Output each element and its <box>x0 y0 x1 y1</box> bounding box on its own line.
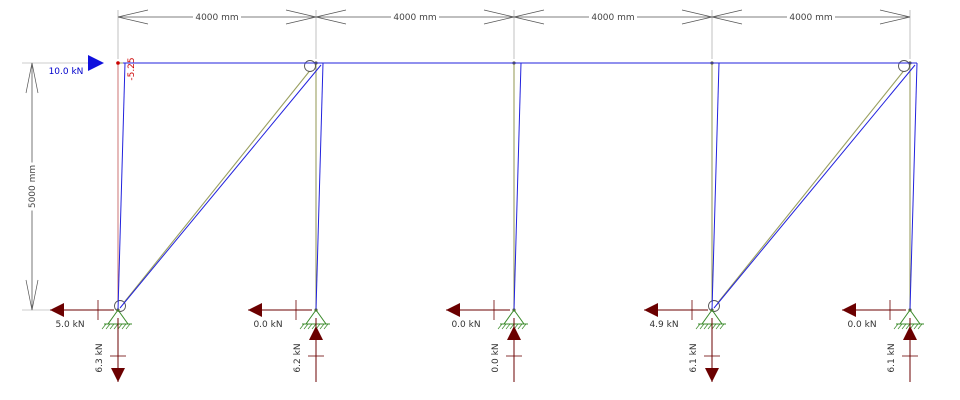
reactions: 5.0 kN 6.3 kN 0.0 kN 6.2 kN 0.0 kN 0.0 kN 4.9 … <box>50 300 918 382</box>
span-label-bg <box>787 10 835 23</box>
supports <box>101 309 924 330</box>
brace-member <box>711 62 911 311</box>
horizontal-reaction-arrowhead <box>644 303 658 317</box>
dimension-arrow <box>117 9 149 25</box>
horizontal-reaction-label: 4.9 kN <box>649 320 678 330</box>
support-hatch <box>893 323 899 330</box>
support-hatch <box>311 323 317 330</box>
labels: -5.25 <box>116 57 137 81</box>
dimension-lines: 4000 mm 4000 mm 4000 mm 4000 mm 5000 mm <box>22 9 911 311</box>
span-dimension-label: 4000 mm <box>393 13 436 23</box>
horizontal-reaction-arrowhead <box>842 303 856 317</box>
height-dimension-label: 5000 mm <box>28 165 38 208</box>
height-label-bg <box>25 162 38 211</box>
support-hatch <box>901 323 907 330</box>
horizontal-reaction-label: 0.0 kN <box>847 320 876 330</box>
applied-load-label: 10.0 kN <box>49 67 84 77</box>
hinge-symbol <box>304 60 316 72</box>
horizontal-reaction-label: 0.0 kN <box>451 320 480 330</box>
vertical-reaction-arrowhead <box>111 368 125 382</box>
applied-load-arrowhead <box>88 55 104 71</box>
deformed-column <box>315 62 324 311</box>
moment-label: -5.25 <box>127 57 137 80</box>
vertical-reaction-arrowhead <box>705 368 719 382</box>
support-hatch <box>105 323 111 330</box>
support-hatch <box>699 323 705 330</box>
support-hatch <box>905 323 911 330</box>
support-hatch <box>113 323 119 330</box>
horizontal-reaction-label: 0.0 kN <box>253 320 282 330</box>
support-hatch <box>307 323 313 330</box>
support-hatch <box>319 323 325 330</box>
span-dimension-label: 4000 mm <box>195 13 238 23</box>
span-label-bg <box>193 10 241 23</box>
support-hatch <box>715 323 721 330</box>
support-hatch <box>913 323 919 330</box>
horizontal-reaction-arrowhead <box>248 303 262 317</box>
hinge-symbol <box>898 60 910 72</box>
horizontal-reaction-label: 5.0 kN <box>55 320 84 330</box>
deformed-brace <box>713 64 916 309</box>
support-hatch <box>299 323 305 330</box>
support-hatch <box>109 323 115 330</box>
span-dimension-label: 4000 mm <box>591 13 634 23</box>
deformed-brace <box>119 64 322 309</box>
support-hatch <box>695 323 701 330</box>
dimension-arrow <box>483 9 515 25</box>
support-hatch <box>121 323 127 330</box>
support-hatch <box>117 323 123 330</box>
span-label-bg <box>391 10 439 23</box>
support-hatch <box>517 323 523 330</box>
support-hatch <box>497 323 503 330</box>
vertical-reaction-label: 6.1 kN <box>887 343 897 372</box>
dimension-arrow <box>879 9 911 25</box>
support-hatch <box>707 323 713 330</box>
support-hatch <box>505 323 511 330</box>
vertical-reaction-arrowhead <box>903 326 917 340</box>
support-hatch <box>719 323 725 330</box>
applied-loads: 10.0 kN <box>49 55 104 77</box>
support-hatch <box>101 323 107 330</box>
hinge-symbol <box>114 300 126 312</box>
dimension-arrow <box>25 279 39 311</box>
dimension-arrow <box>681 9 713 25</box>
horizontal-reaction-arrowhead <box>446 303 460 317</box>
support-hatch <box>711 323 717 330</box>
support-hatch <box>703 323 709 330</box>
support-hatch <box>917 323 923 330</box>
hinge-symbol <box>708 300 720 312</box>
span-label-bg <box>589 10 637 23</box>
dimension-arrow <box>285 9 317 25</box>
support-hatch <box>323 323 329 330</box>
support-hatch <box>501 323 507 330</box>
vertical-reaction-label: 6.3 kN <box>95 343 105 372</box>
deformed-column <box>117 62 126 311</box>
vertical-reaction-label: 0.0 kN <box>491 343 501 372</box>
vertical-reaction-label: 6.2 kN <box>293 343 303 372</box>
vertical-reaction-arrowhead <box>507 326 521 340</box>
brace-member <box>117 62 317 311</box>
deformed-column <box>711 62 720 311</box>
deformed-shape <box>117 62 918 311</box>
frame-members <box>114 60 912 312</box>
support-hatch <box>303 323 309 330</box>
span-dimension-label: 4000 mm <box>789 13 832 23</box>
support-hatch <box>125 323 131 330</box>
vertical-reaction-arrowhead <box>309 326 323 340</box>
deformed-column <box>513 62 522 311</box>
vertical-reaction-label: 6.1 kN <box>689 343 699 372</box>
support-hatch <box>897 323 903 330</box>
deformed-column <box>909 62 918 311</box>
dimension-arrow <box>25 62 39 94</box>
support-hatch <box>521 323 527 330</box>
moment-point <box>116 61 120 65</box>
support-hatch <box>509 323 515 330</box>
horizontal-reaction-arrowhead <box>50 303 64 317</box>
